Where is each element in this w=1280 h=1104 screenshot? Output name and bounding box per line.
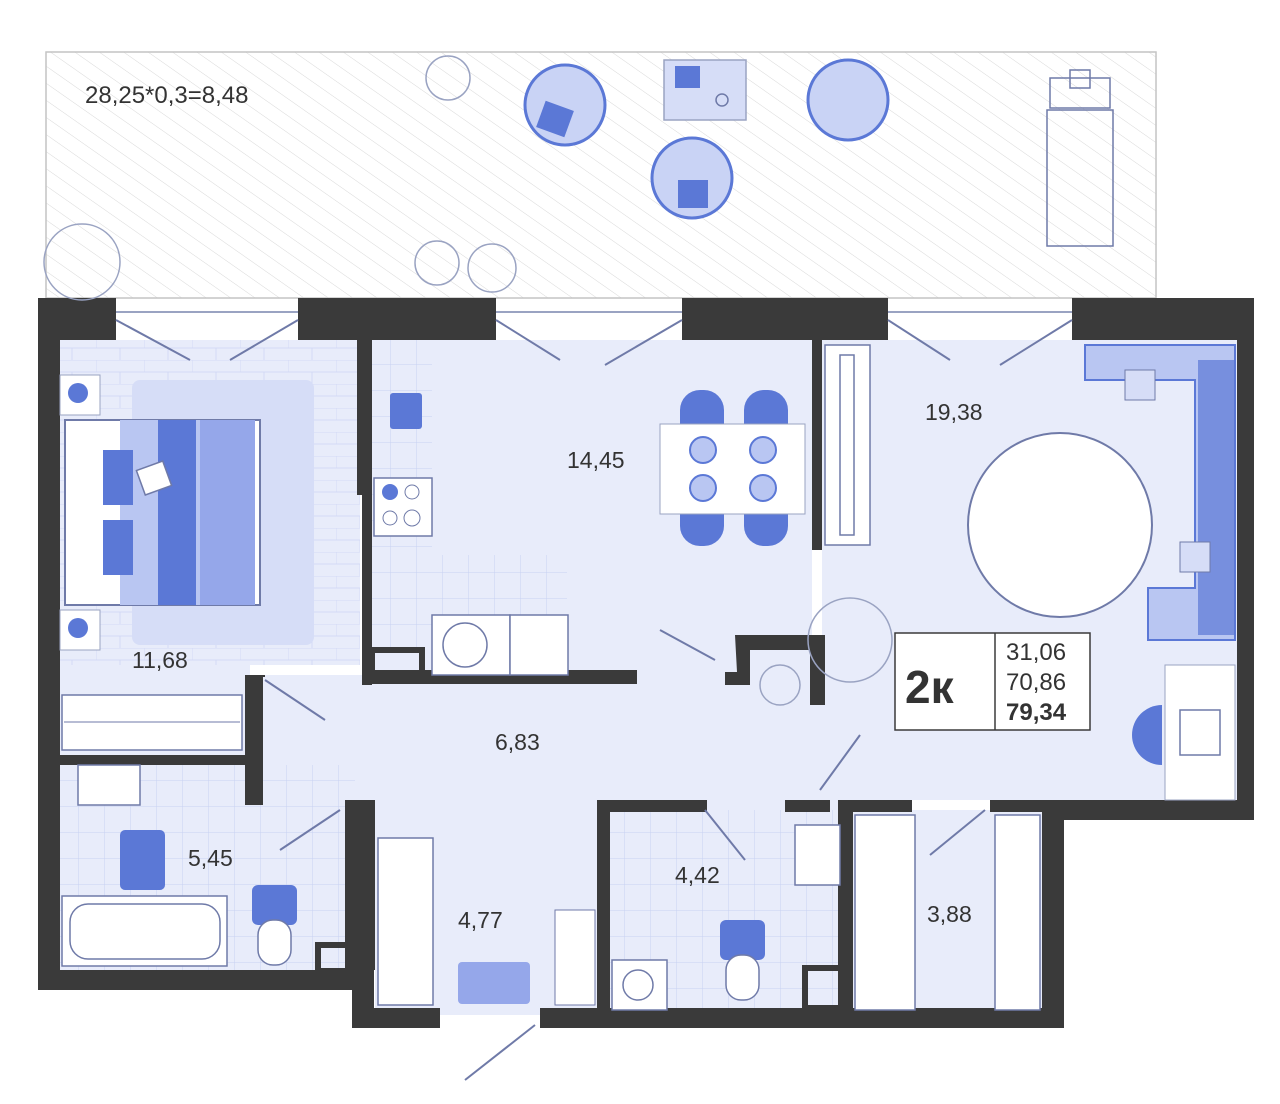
plant-icon bbox=[43, 55, 893, 706]
nightstand-icon bbox=[59, 374, 101, 651]
apartment-info-box bbox=[894, 632, 1091, 731]
area-without-balcony-value: 70,86 bbox=[1006, 669, 1066, 696]
coffee-table-icon bbox=[663, 59, 747, 121]
doormat-icon bbox=[458, 962, 530, 1004]
sink-icon bbox=[431, 614, 569, 676]
sunbed-icon bbox=[1046, 69, 1114, 247]
shoe-rack-icon bbox=[554, 909, 596, 1006]
room-area-kitchen: 14,45 bbox=[567, 447, 625, 473]
desk-icon bbox=[1132, 664, 1236, 801]
stove-icon bbox=[373, 477, 433, 537]
sofa-icon bbox=[1084, 344, 1236, 641]
room-area-bedroom: 11,68 bbox=[132, 647, 188, 673]
washing-machine-icon bbox=[120, 830, 668, 1011]
rug-icon bbox=[967, 432, 1153, 618]
room-area-entry: 4,77 bbox=[458, 907, 503, 933]
armchair-icon bbox=[523, 58, 890, 220]
sink-icon bbox=[77, 764, 841, 886]
tv-stand-icon bbox=[824, 344, 871, 546]
walls bbox=[38, 298, 1254, 1028]
room-area-hall: 6,83 bbox=[495, 729, 540, 755]
terrace-area-formula: 28,25*0,3=8,48 bbox=[85, 82, 249, 109]
dining-table-icon bbox=[659, 390, 806, 546]
room-area-living: 19,38 bbox=[925, 399, 983, 425]
closet-icon bbox=[377, 814, 1041, 1011]
living-area-value: 31,06 bbox=[1006, 639, 1066, 666]
door-swing-icon bbox=[115, 319, 1073, 1081]
bed-icon bbox=[64, 380, 314, 645]
apartment-rooms-badge: 2к bbox=[905, 661, 955, 713]
room-area-wc: 4,42 bbox=[675, 862, 720, 888]
total-area-value: 79,34 bbox=[1006, 699, 1067, 726]
toilet-icon bbox=[252, 885, 765, 1001]
bathtub-icon bbox=[61, 895, 228, 967]
wardrobe-icon bbox=[61, 694, 243, 751]
room-area-wardrobe: 3,88 bbox=[927, 901, 972, 927]
room-area-bathroom: 5,45 bbox=[188, 845, 233, 871]
cutting-board-icon bbox=[390, 393, 422, 429]
